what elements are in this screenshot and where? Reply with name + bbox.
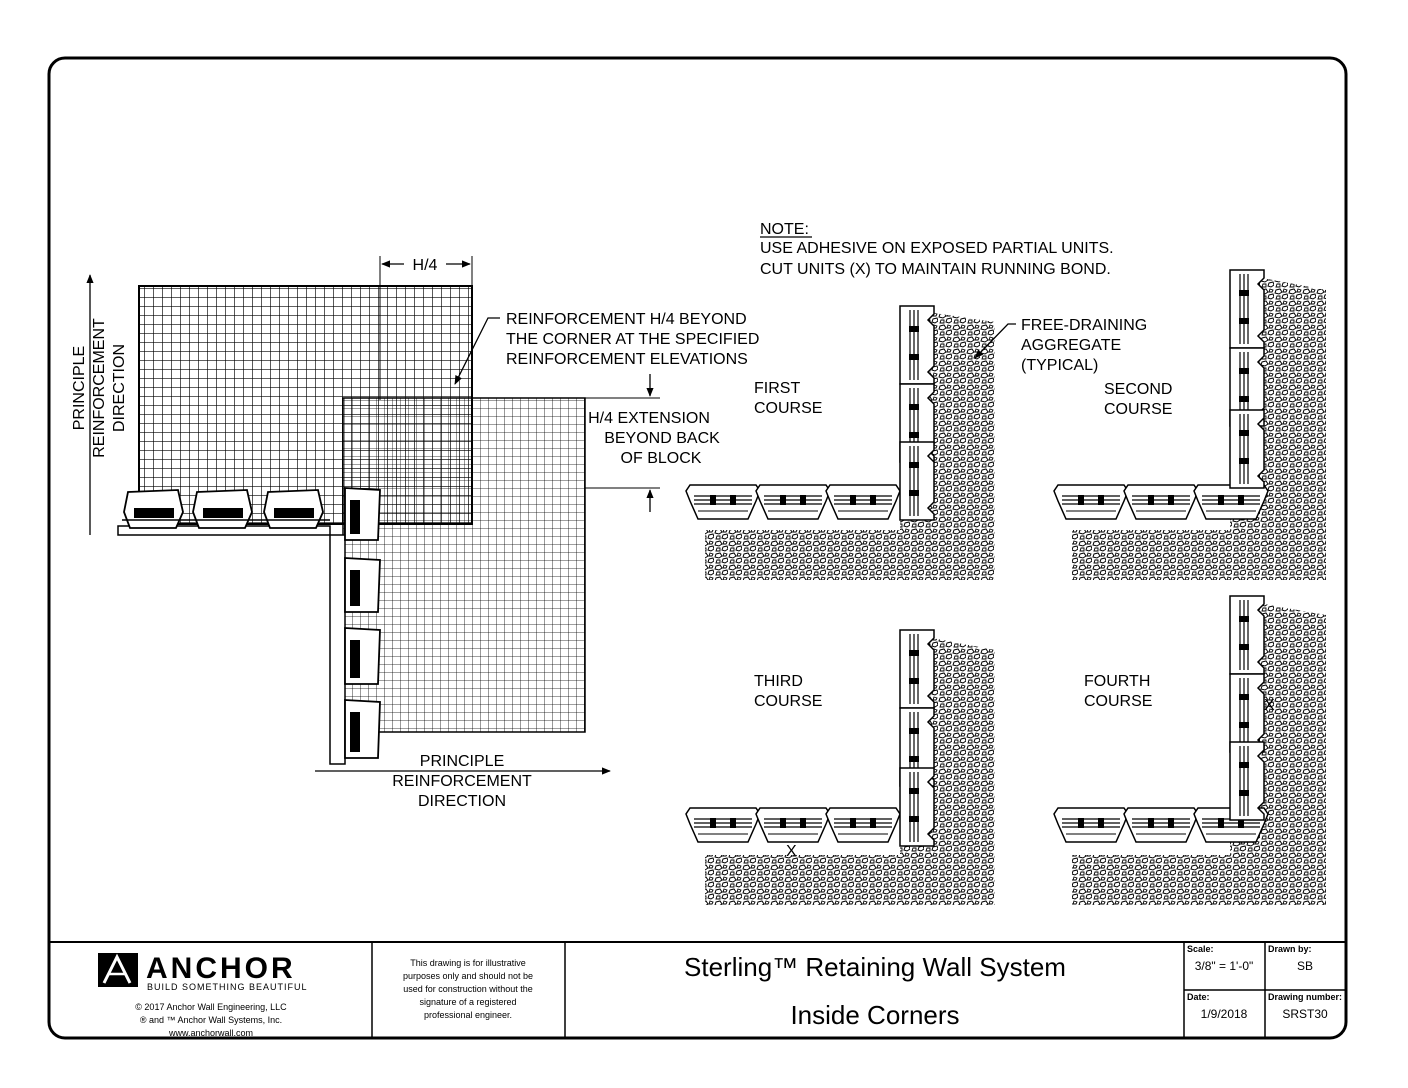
- principle-horizontal-line-2: REINFORCEMENT: [392, 773, 532, 790]
- note-line-1: USE ADHESIVE ON EXPOSED PARTIAL UNITS.: [760, 240, 1114, 257]
- extension-note-line-3: OF BLOCK: [621, 450, 702, 467]
- course-plan-second: SECOND COURSE: [1053, 269, 1326, 580]
- date-value: 1/9/2018: [1201, 1007, 1248, 1021]
- drawing-title: Sterling™ Retaining Wall System: [684, 952, 1066, 982]
- drawing-number-label: Drawing number:: [1268, 992, 1342, 1002]
- course-plan-fourth: X FOURTH COURSE: [1053, 595, 1326, 905]
- principle-horizontal-line-3: DIRECTION: [418, 793, 506, 810]
- first-course-label-2: COURSE: [754, 400, 822, 417]
- drawing-subtitle: Inside Corners: [790, 1000, 959, 1030]
- drawing-number-value: SRST30: [1282, 1007, 1328, 1021]
- disclaimer-line-4: signature of a registered: [419, 997, 516, 1007]
- second-course-label-1: SECOND: [1104, 381, 1172, 398]
- reinforcement-note-line-2: THE CORNER AT THE SPECIFIED: [506, 331, 759, 348]
- first-course-label-1: FIRST: [754, 380, 800, 397]
- title-block: ANCHOR BUILD SOMETHING BEAUTIFUL © 2017 …: [49, 941, 1346, 1038]
- scale-value: 3/8" = 1'-0": [1195, 959, 1254, 973]
- sheet-border: [47, 56, 1348, 1040]
- fourth-course-label-2: COURSE: [1084, 693, 1152, 710]
- principle-vertical-line-2: REINFORCEMENT: [91, 318, 108, 458]
- note-line-2: CUT UNITS (X) TO MAINTAIN RUNNING BOND.: [760, 261, 1111, 278]
- disclaimer-line-2: purposes only and should not be: [403, 971, 533, 981]
- reinforcement-note-line-3: REINFORCEMENT ELEVATIONS: [506, 351, 748, 368]
- horizontal-wall-blocks: [122, 489, 330, 529]
- fourth-course-cut-mark: X: [1264, 697, 1275, 714]
- second-course-label-2: COURSE: [1104, 401, 1172, 418]
- drawn-by-value: SB: [1297, 959, 1313, 973]
- drawn-by-label: Drawn by:: [1268, 944, 1312, 954]
- note-heading: NOTE:: [760, 221, 809, 238]
- h4-dimension-label: H/4: [413, 257, 438, 274]
- aggregate-note-line-1: FREE-DRAINING: [1021, 317, 1147, 334]
- reinforcement-note-line-1: REINFORCEMENT H/4 BEYOND: [506, 311, 747, 328]
- principle-horizontal-line-1: PRINCIPLE: [420, 753, 504, 770]
- copyright-line-3: www.anchorwall.com: [168, 1028, 253, 1038]
- principle-vertical-line-1: PRINCIPLE: [71, 346, 88, 430]
- third-course-label-2: COURSE: [754, 693, 822, 710]
- anchor-logo: ANCHOR BUILD SOMETHING BEAUTIFUL: [98, 952, 308, 992]
- date-label: Date:: [1187, 992, 1210, 1002]
- vertical-wall-blocks: [329, 487, 381, 765]
- extension-note-line-2: BEYOND BACK: [604, 430, 720, 447]
- disclaimer-line-5: professional engineer.: [424, 1010, 512, 1020]
- fourth-course-label-1: FOURTH: [1084, 673, 1150, 690]
- principle-vertical-line-3: DIRECTION: [111, 344, 128, 432]
- aggregate-note-line-3: (TYPICAL): [1021, 357, 1098, 374]
- disclaimer-line-3: used for construction without the: [403, 984, 533, 994]
- copyright-line-1: © 2017 Anchor Wall Engineering, LLC: [135, 1002, 287, 1012]
- logo-wordmark: ANCHOR: [146, 952, 296, 985]
- logo-tagline: BUILD SOMETHING BEAUTIFUL: [147, 982, 308, 992]
- left-isometric-detail: H/4 REINFORCEMENT H/4 BEYOND THE CORNER …: [71, 256, 759, 810]
- note-block: NOTE: USE ADHESIVE ON EXPOSED PARTIAL UN…: [760, 221, 1114, 278]
- aggregate-note-line-2: AGGREGATE: [1021, 337, 1121, 354]
- extension-note-line-1: H/4 EXTENSION: [588, 410, 710, 427]
- course-plan-third: X THIRD COURSE: [685, 629, 995, 905]
- scale-label: Scale:: [1187, 944, 1214, 954]
- course-plan-first: FIRST COURSE: [685, 305, 995, 580]
- third-course-cut-mark: X: [786, 843, 797, 860]
- copyright-line-2: ® and ™ Anchor Wall Systems, Inc.: [140, 1015, 282, 1025]
- third-course-label-1: THIRD: [754, 673, 803, 690]
- disclaimer-line-1: This drawing is for illustrative: [410, 958, 526, 968]
